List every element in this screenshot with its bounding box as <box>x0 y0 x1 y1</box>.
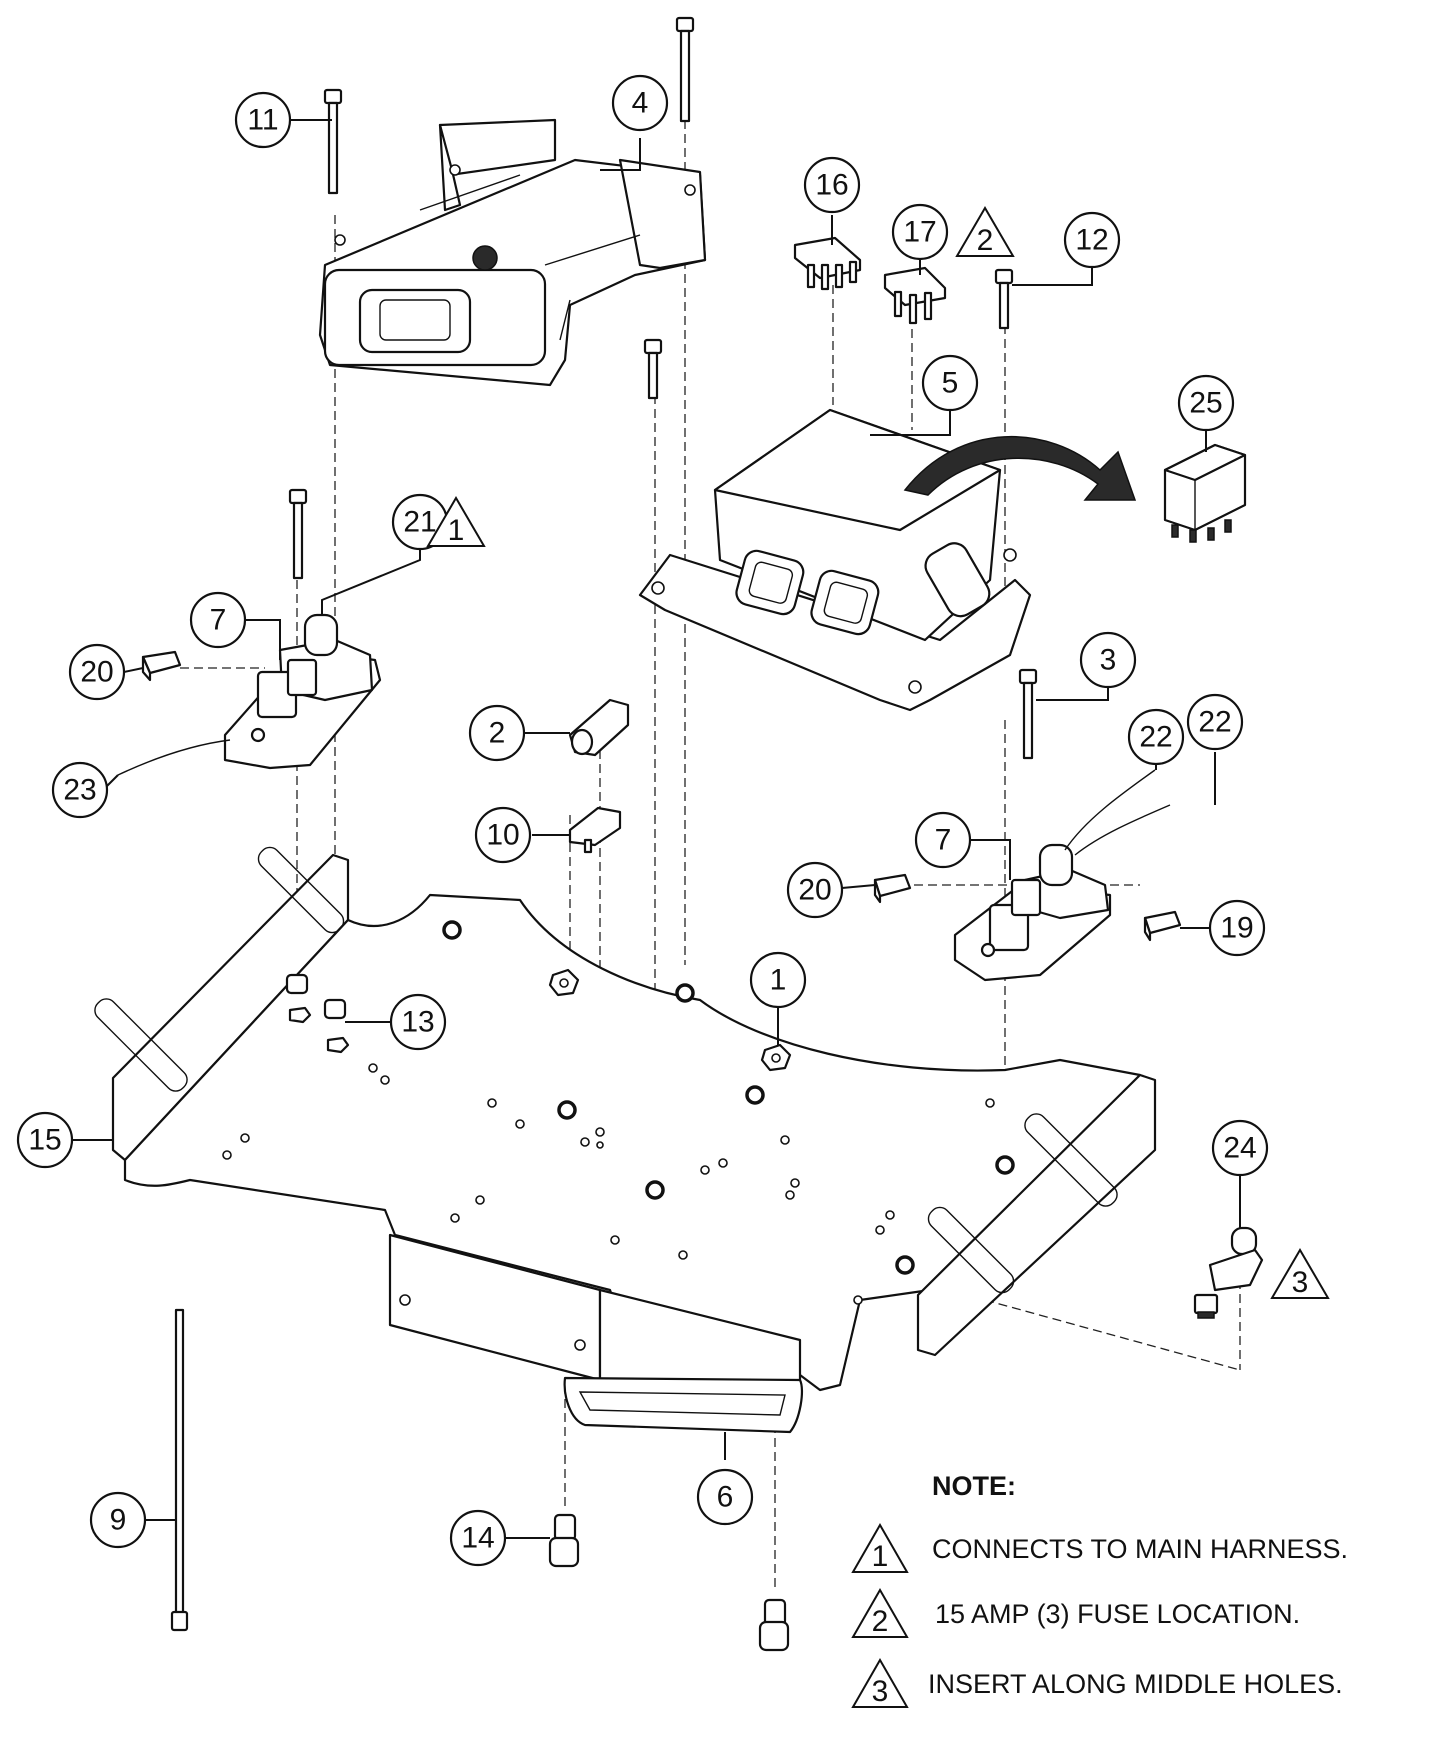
bolt-mid <box>643 338 663 400</box>
callout-label: 5 <box>942 367 959 400</box>
callout-label: 22 <box>1198 706 1231 739</box>
marker-label: 1 <box>448 514 465 547</box>
screw-14 <box>548 1513 580 1568</box>
notes-block: NOTE: 1 CONNECTS TO MAIN HARNESS. 2 15 A… <box>851 1471 1348 1708</box>
callout-6: 6 <box>696 1468 754 1526</box>
fuse-16 <box>793 236 862 291</box>
note-marker-2: 2 <box>851 1587 909 1638</box>
ecu-module <box>318 118 707 387</box>
callout-label: 1 <box>770 964 787 997</box>
sensor-24 <box>1193 1226 1264 1319</box>
note-text-1: CONNECTS TO MAIN HARNESS. <box>932 1534 1348 1564</box>
callout-12: 12 <box>1063 211 1121 269</box>
assembly-lines <box>180 120 1241 1590</box>
callout-label: 11 <box>247 104 278 137</box>
callout-13: 13 <box>389 993 447 1051</box>
clip-10 <box>568 806 622 854</box>
callout-14: 14 <box>449 1509 507 1567</box>
callout-5: 5 <box>921 354 979 412</box>
callout-label: 3 <box>1100 644 1117 677</box>
callout-label: 12 <box>1075 224 1108 257</box>
power-distribution-module <box>638 408 1137 712</box>
callout-20-left: 20 <box>68 643 126 701</box>
mounting-plate <box>94 846 1157 1392</box>
bolt-left-lower <box>288 488 308 580</box>
callout-label: 23 <box>63 774 96 807</box>
nut-center <box>548 968 580 997</box>
cap-20-left <box>141 650 182 682</box>
callout-label: 10 <box>486 819 519 852</box>
callout-label: 7 <box>935 824 952 857</box>
callout-label: 25 <box>1189 387 1222 420</box>
bolt-top <box>675 16 695 123</box>
marker-label: 2 <box>977 224 994 257</box>
callout-10: 10 <box>474 806 532 864</box>
callout-label: 4 <box>632 87 649 120</box>
callout-label: 7 <box>210 604 227 637</box>
marker-triangle-3: 3 <box>1270 1248 1330 1299</box>
note-text-2: 15 AMP (3) FUSE LOCATION. <box>935 1599 1300 1629</box>
callout-19: 19 <box>1208 899 1266 957</box>
cable-tie-9 <box>170 1308 189 1632</box>
callout-label: 17 <box>903 216 936 249</box>
screw-lower <box>758 1598 790 1652</box>
callout-label: 22 <box>1139 721 1172 754</box>
callout-20-right: 20 <box>786 861 844 919</box>
callout-label: 6 <box>717 1481 734 1514</box>
relay <box>1163 443 1247 543</box>
callout-7-right: 7 <box>914 811 972 869</box>
callout-label: 13 <box>401 1006 434 1039</box>
marker-triangle-1: 1 <box>426 496 486 547</box>
nut-1 <box>760 1043 792 1072</box>
note-marker-3: 3 <box>851 1657 909 1708</box>
callout-23: 23 <box>51 761 109 819</box>
marker-label: 2 <box>872 1605 889 1638</box>
callout-1: 1 <box>749 951 807 1009</box>
callout-7-left: 7 <box>189 591 247 649</box>
bolt-3 <box>1018 668 1038 760</box>
marker-triangle-2: 2 <box>955 206 1015 257</box>
bolt-11 <box>323 88 343 195</box>
cap-20-right <box>873 873 912 904</box>
marker-label: 1 <box>872 1540 889 1573</box>
callout-3: 3 <box>1079 631 1137 689</box>
fuse-17 <box>883 266 947 325</box>
left-connector-module <box>117 613 382 776</box>
callout-label: 16 <box>815 169 848 202</box>
callout-22-a: 22 <box>1127 708 1185 766</box>
callout-24: 24 <box>1211 1119 1269 1177</box>
notes-title: NOTE: <box>932 1471 1016 1501</box>
marker-label: 3 <box>1292 1266 1309 1299</box>
note-marker-1: 1 <box>851 1522 909 1573</box>
callout-label: 20 <box>80 656 113 689</box>
callout-22-b: 22 <box>1186 693 1244 751</box>
grommets-13 <box>285 973 350 1054</box>
callout-label: 15 <box>28 1124 61 1157</box>
marker-label: 3 <box>872 1675 889 1708</box>
callout-label: 14 <box>461 1522 494 1555</box>
callout-15: 15 <box>16 1111 74 1169</box>
callout-4: 4 <box>611 74 669 132</box>
callout-16: 16 <box>803 156 861 214</box>
callout-label: 19 <box>1220 912 1253 945</box>
leader-lines <box>72 119 1241 1539</box>
callout-label: 21 <box>403 506 436 539</box>
bracket-6 <box>563 1376 804 1434</box>
connector-2 <box>568 698 630 757</box>
callout-25: 25 <box>1177 374 1235 432</box>
callout-label: 9 <box>110 1504 127 1537</box>
plate-holes <box>222 920 1015 1305</box>
callout-17: 17 <box>891 203 949 261</box>
callout-label: 24 <box>1223 1132 1256 1165</box>
note-text-3: INSERT ALONG MIDDLE HOLES. <box>928 1669 1343 1699</box>
callout-label: 2 <box>489 717 506 750</box>
bolt-12 <box>994 268 1014 330</box>
callout-11: 11 <box>234 91 292 149</box>
cap-19 <box>1143 910 1182 942</box>
callout-2: 2 <box>468 704 526 762</box>
callout-label: 20 <box>798 874 831 907</box>
right-connector-module <box>953 769 1171 982</box>
callout-9: 9 <box>89 1491 147 1549</box>
